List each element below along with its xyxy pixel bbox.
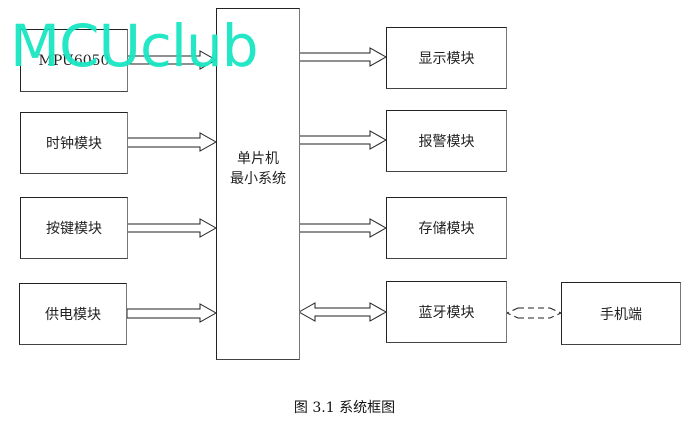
arrow-mcu-bluetooth-bidirectional — [297, 302, 388, 322]
dashed-arrow-bluetooth-phone — [505, 307, 563, 319]
mpu6050-label: MPU6050 — [38, 52, 110, 69]
mcu-label-line1: 单片机 — [237, 151, 279, 167]
alarm-module-box: 报警模块 — [386, 110, 507, 172]
bluetooth-module-box: 蓝牙模块 — [386, 281, 507, 343]
display-module-box: 显示模块 — [386, 27, 507, 89]
mcu-minimum-system-box: 单片机 最小系统 — [216, 8, 300, 360]
power-module-label: 供电模块 — [45, 307, 101, 323]
arrow-power-to-mcu — [126, 303, 218, 323]
clock-module-label: 时钟模块 — [46, 136, 102, 152]
key-module-label: 按键模块 — [46, 221, 102, 237]
display-module-label: 显示模块 — [418, 51, 475, 67]
power-module-box: 供电模块 — [19, 283, 127, 345]
phone-label: 手机端 — [600, 306, 642, 323]
arrow-mpu-to-mcu — [126, 50, 218, 70]
clock-module-box: 时钟模块 — [20, 112, 128, 174]
storage-module-box: 存储模块 — [386, 197, 507, 259]
arrow-mcu-to-display — [298, 47, 388, 67]
arrow-mcu-to-storage — [298, 218, 388, 238]
alarm-module-label: 报警模块 — [418, 134, 475, 150]
mpu6050-box: MPU6050 — [20, 29, 128, 92]
arrow-mcu-to-alarm — [298, 130, 388, 150]
arrow-key-to-mcu — [126, 218, 218, 238]
figure-caption: 图 3.1 系统框图 — [293, 400, 396, 416]
mcu-label-line2: 最小系统 — [230, 171, 286, 187]
arrow-clock-to-mcu — [126, 132, 218, 152]
phone-box: 手机端 — [561, 282, 681, 345]
storage-module-label: 存储模块 — [418, 221, 475, 237]
bluetooth-module-label: 蓝牙模块 — [418, 305, 475, 321]
key-module-box: 按键模块 — [20, 197, 128, 259]
watermark: MCUclub — [10, 12, 259, 80]
